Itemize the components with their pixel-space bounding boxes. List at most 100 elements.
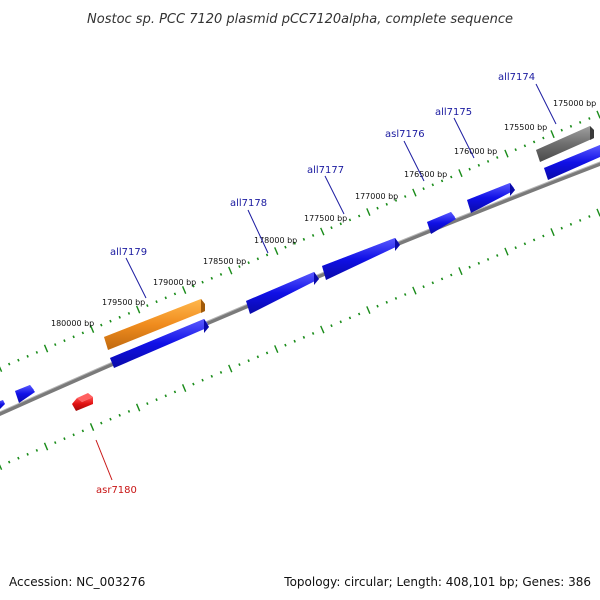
gene-feature-forward[interactable] <box>427 212 456 234</box>
outer-tick-mark <box>302 237 306 241</box>
inner-tick-mark <box>523 242 527 246</box>
inner-tick-mark <box>219 370 223 374</box>
scale-label: 175500 bp <box>504 123 547 132</box>
outer-tick-mark <box>542 136 545 140</box>
outer-tick-mark <box>412 188 417 197</box>
outer-tick-mark <box>256 257 260 261</box>
gene-feature-highlight[interactable] <box>104 299 205 350</box>
leader-all7174 <box>535 83 557 125</box>
inner-tick-mark <box>173 390 177 394</box>
scale-label: 177000 bp <box>355 192 398 201</box>
gene-feature-forward[interactable] <box>15 385 35 403</box>
outer-tick-mark <box>118 315 121 319</box>
inner-tick-mark <box>477 261 481 265</box>
gene-label-asr7180[interactable]: asr7180 <box>96 485 137 496</box>
inner-tick-mark <box>135 403 141 412</box>
inner-tick-mark <box>0 464 3 470</box>
inner-tick-mark <box>339 320 342 324</box>
inner-tick-mark <box>164 394 167 398</box>
outer-tick-mark <box>569 124 573 128</box>
gene-feature-reverse[interactable] <box>72 393 93 411</box>
outer-tick-mark <box>210 276 214 280</box>
outer-tick-mark <box>514 148 517 152</box>
outer-tick-mark <box>431 183 435 187</box>
inner-tick-mark <box>532 238 536 242</box>
inner-tick-mark <box>247 359 250 363</box>
inner-tick-mark <box>256 355 260 359</box>
inner-tick-mark <box>578 218 582 222</box>
inner-tick-mark <box>550 228 555 237</box>
outer-tick-mark <box>550 130 555 139</box>
inner-tick-mark <box>311 331 315 335</box>
inner-tick-mark <box>284 343 287 347</box>
scale-label: 178000 bp <box>254 236 297 245</box>
outer-tick-mark <box>532 140 536 144</box>
outer-tick-mark <box>72 335 75 339</box>
inner-tick-mark <box>440 277 444 281</box>
inner-tick-mark <box>89 423 95 431</box>
outer-tick-mark <box>181 286 187 294</box>
outer-tick-mark <box>164 296 167 300</box>
outer-tick-mark <box>43 344 49 353</box>
inner-tick-mark <box>330 324 333 328</box>
inner-tick-mark <box>504 247 509 256</box>
outer-tick-mark <box>89 325 95 333</box>
outer-tick-mark <box>348 218 352 222</box>
outer-tick-mark <box>588 117 591 120</box>
gene-features <box>0 126 600 411</box>
inner-tick-mark <box>72 433 75 437</box>
inner-tick-mark <box>542 234 545 238</box>
outer-tick-mark <box>228 266 233 275</box>
gene-label-all7177[interactable]: all7177 <box>307 165 344 176</box>
inner-tick-mark <box>422 285 425 289</box>
outer-tick-mark <box>440 179 444 183</box>
gene-feature-forward[interactable] <box>467 183 515 213</box>
outer-tick-mark <box>357 214 361 218</box>
gene-feature-forward[interactable] <box>110 319 209 368</box>
gene-label-asl7176[interactable]: asl7176 <box>385 129 425 140</box>
outer-tick-mark <box>17 358 20 362</box>
outer-tick-mark <box>135 305 141 314</box>
gene-feature-gray[interactable] <box>536 126 594 162</box>
inner-tick-mark <box>348 316 352 320</box>
scale-label: 177500 bp <box>304 214 347 223</box>
gene-label-all7175[interactable]: all7175 <box>435 107 472 118</box>
gene-feature-forward[interactable] <box>544 145 600 180</box>
inner-tick-mark <box>366 306 371 314</box>
inner-tick-mark <box>376 304 379 308</box>
gene-feature-forward[interactable] <box>246 272 319 314</box>
outer-tick-mark <box>173 292 177 296</box>
outer-tick-mark <box>504 149 509 158</box>
gene-feature-forward[interactable] <box>322 238 400 280</box>
outer-tick-mark <box>394 198 398 202</box>
inner-tick-mark <box>109 417 112 421</box>
scale-label: 176000 bp <box>454 147 497 156</box>
gene-label-all7178[interactable]: all7178 <box>230 198 267 209</box>
leader-all7175 <box>453 117 475 159</box>
topology-summary: Topology: circular; Length: 408,101 bp; … <box>283 575 591 589</box>
inner-tick-mark <box>569 222 573 226</box>
scale-label: 175000 bp <box>553 99 596 108</box>
gene-label-all7179[interactable]: all7179 <box>110 247 147 258</box>
outer-tick-mark <box>468 167 471 171</box>
inner-tick-mark <box>265 351 269 355</box>
inner-tick-mark <box>181 384 187 392</box>
leader-asl7176 <box>403 140 425 182</box>
outer-tick-mark <box>284 245 287 249</box>
inner-tick-mark <box>43 442 49 451</box>
outer-tick-mark <box>7 362 11 366</box>
inner-tick-mark <box>201 378 204 382</box>
gene-label-all7174[interactable]: all7174 <box>498 72 535 83</box>
outer-tick-ring <box>0 110 600 372</box>
gene-feature-forward[interactable] <box>0 400 5 409</box>
outer-tick-mark <box>486 159 490 163</box>
inner-tick-mark <box>146 402 149 406</box>
leader-all7177 <box>324 175 345 215</box>
inner-tick-mark <box>228 364 233 373</box>
scale-label: 179000 bp <box>153 278 196 287</box>
outer-tick-mark <box>127 311 131 315</box>
outer-tick-mark <box>247 261 250 265</box>
inner-tick-mark <box>357 312 361 316</box>
inner-tick-mark <box>403 293 407 296</box>
inner-tick-mark <box>450 273 453 277</box>
